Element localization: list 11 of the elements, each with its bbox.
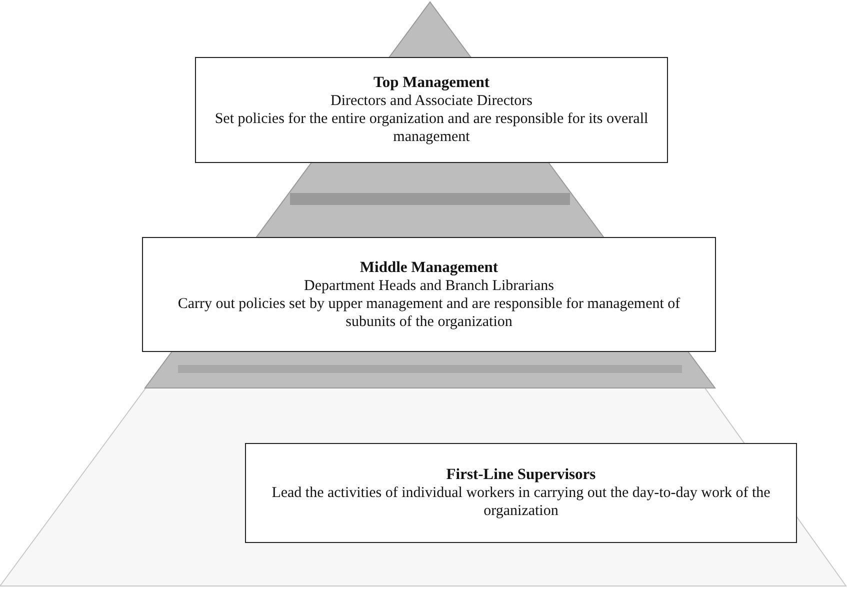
level-description: Lead the activities of individual workers in carrying out the day-to-day work of the organization <box>270 484 772 520</box>
level-heading: First-Line Supervisors <box>445 466 597 484</box>
level-box <box>245 443 797 543</box>
level-description: Carry out policies set by upper management and are responsible for management of subunits of the organization <box>176 294 682 330</box>
level-subtitle: Department Heads and Branch Librarians <box>303 276 555 294</box>
level-heading: Middle Management <box>358 258 500 276</box>
level-box <box>195 57 668 163</box>
level-subtitle: Directors and Associate Directors <box>329 92 534 110</box>
level-heading: Top Management <box>372 74 491 92</box>
level-description: Set policies for the entire organization and are responsible for its overall management <box>214 110 650 146</box>
level-box <box>142 237 716 352</box>
